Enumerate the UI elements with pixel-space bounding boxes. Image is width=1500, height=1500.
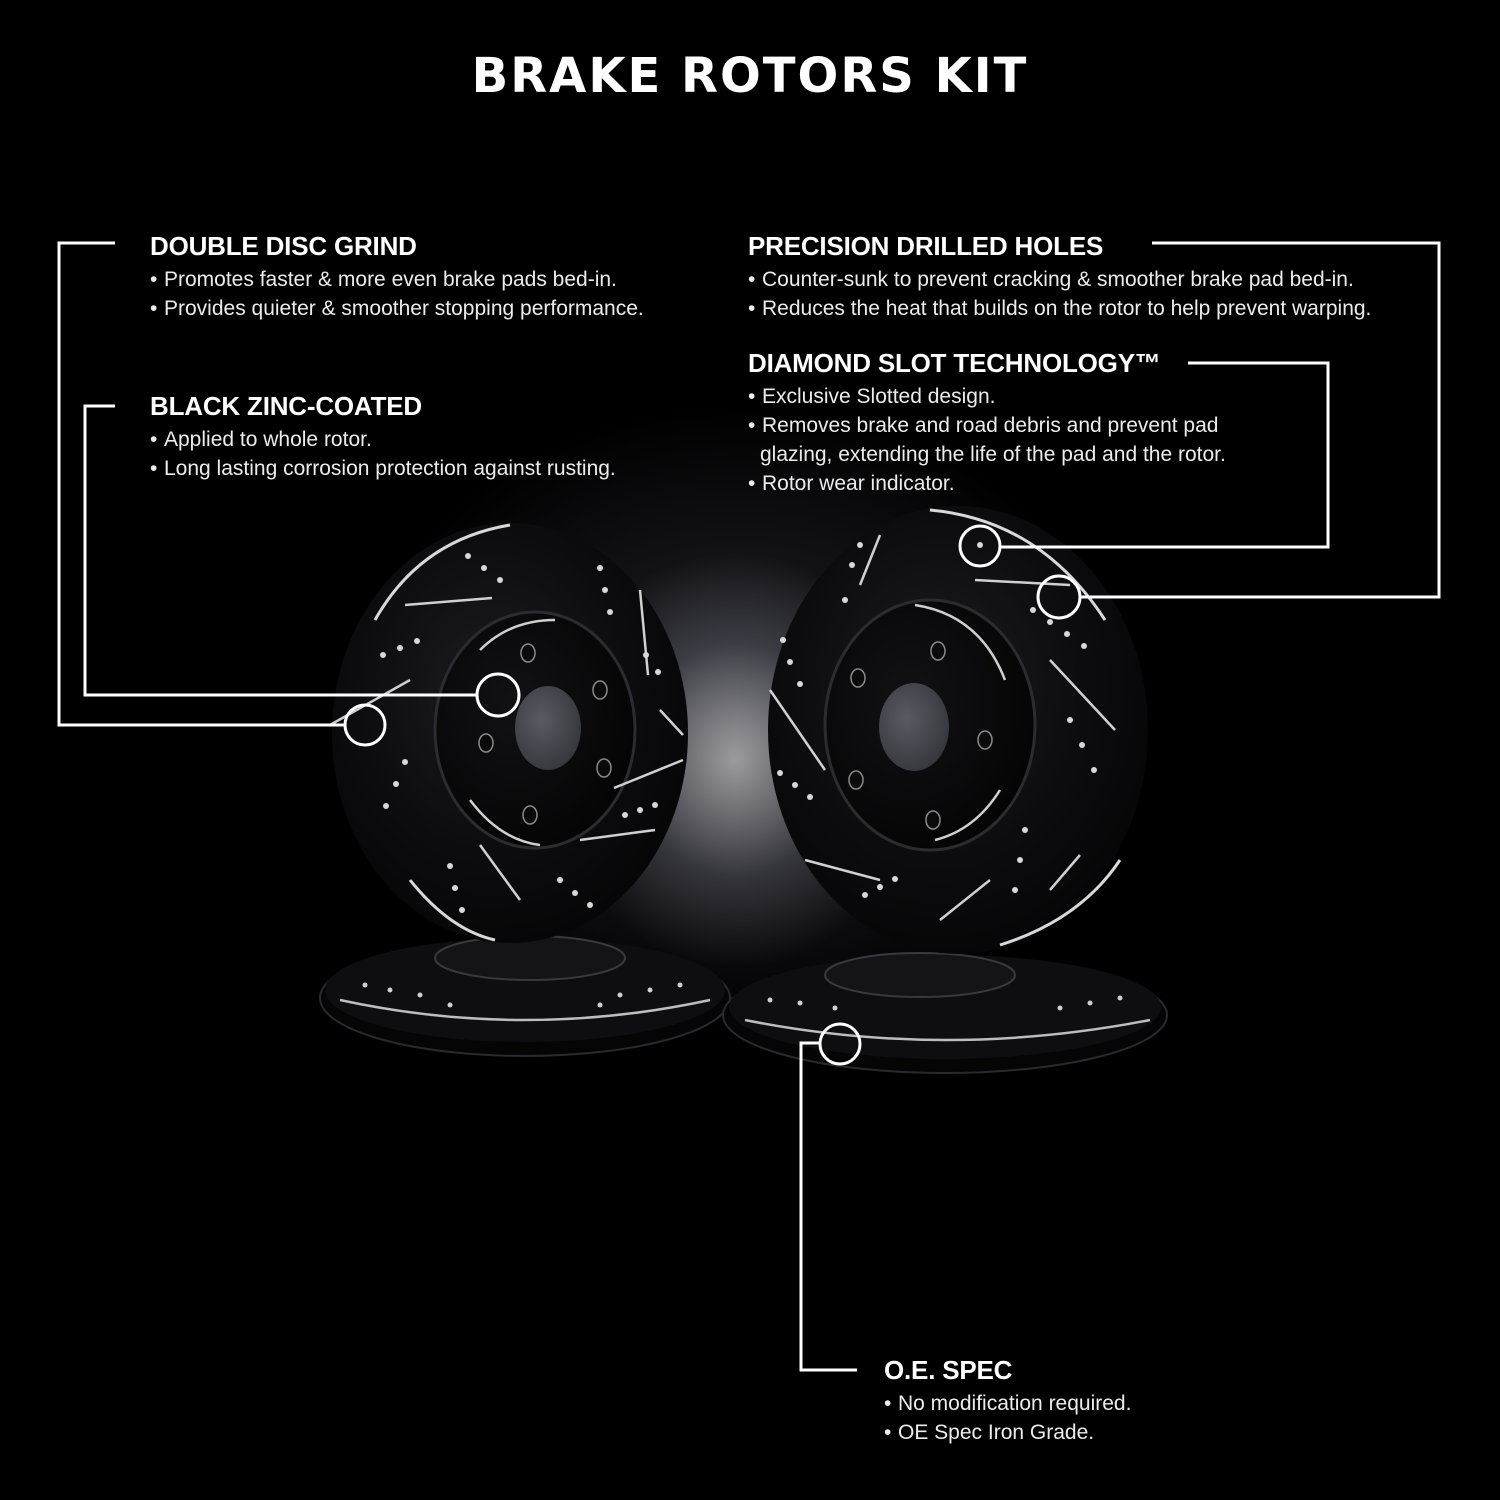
feature-bullet: •Provides quieter & smoother stopping pe… — [150, 294, 644, 323]
feature-bullet: •OE Spec Iron Grade. — [884, 1418, 1131, 1447]
bullet-icon: • — [884, 1392, 892, 1415]
callout-circle-double-disc-grind — [343, 703, 387, 747]
feature-heading: PRECISION DRILLED HOLES — [748, 231, 1104, 261]
feature-bullet-continuation: glazing, extending the life of the pad a… — [760, 443, 1226, 466]
feature-bullet: •No modification required. — [884, 1389, 1131, 1418]
feature-bullet: •Rotor wear indicator. — [748, 469, 1226, 498]
bullet-icon: • — [884, 1421, 892, 1444]
callout-circle-oe-spec — [818, 1022, 862, 1066]
feature-bullet: •Promotes faster & more even brake pads … — [150, 265, 644, 294]
rotor-left — [329, 523, 688, 943]
bullet-icon: • — [748, 268, 756, 291]
feature-precision-drilled-holes: PRECISION DRILLED HOLES •Counter-sunk to… — [748, 231, 1371, 323]
feature-bullet: •Applied to whole rotor. — [150, 425, 616, 454]
bullet-icon: • — [748, 414, 756, 437]
callout-line-double-disc-grind — [57, 241, 345, 727]
callout-line-oe-spec — [799, 1041, 857, 1372]
feature-bullet: •Removes brake and road debris and preve… — [748, 411, 1226, 440]
feature-bullet: •Counter-sunk to prevent cracking & smoo… — [748, 265, 1371, 294]
bullet-icon: • — [150, 268, 158, 291]
feature-bullet: •Long lasting corrosion protection again… — [150, 454, 616, 483]
bullet-icon: • — [748, 472, 756, 495]
bullet-icon: • — [150, 457, 158, 480]
feature-bullet: •Reduces the heat that builds on the rot… — [748, 294, 1371, 323]
feature-double-disc-grind: DOUBLE DISC GRIND •Promotes faster & mor… — [150, 231, 644, 323]
bullet-icon: • — [150, 428, 158, 451]
callout-circle-black-zinc-coated — [475, 672, 521, 718]
bullet-icon: • — [748, 385, 756, 408]
rotor-bottom-right — [722, 952, 1168, 1074]
feature-heading: O.E. SPEC — [884, 1355, 1013, 1385]
feature-bullet: •Exclusive Slotted design. — [748, 382, 1226, 411]
feature-heading: DOUBLE DISC GRIND — [150, 231, 417, 261]
rotor-bottom-left — [319, 935, 731, 1057]
bullet-icon: • — [150, 297, 158, 320]
callout-circle-diamond-slot — [958, 524, 1002, 568]
callout-line-precision-drilled-holes — [1080, 241, 1441, 599]
feature-heading: BLACK ZINC-COATED — [150, 391, 422, 421]
callout-circle-precision-drilled-holes — [1036, 574, 1082, 620]
feature-heading: DIAMOND SLOT TECHNOLOGY™ — [748, 348, 1161, 378]
page-title: BRAKE ROTORS KIT — [471, 48, 1029, 104]
callout-line-diamond-slot — [1000, 361, 1330, 549]
callout-line-black-zinc-coated — [83, 404, 477, 697]
feature-black-zinc-coated: BLACK ZINC-COATED •Applied to whole roto… — [150, 391, 616, 483]
feature-oe-spec: O.E. SPEC •No modification required. •OE… — [884, 1355, 1131, 1447]
feature-diamond-slot-technology: DIAMOND SLOT TECHNOLOGY™ •Exclusive Slot… — [748, 348, 1226, 498]
bullet-icon: • — [748, 297, 756, 320]
